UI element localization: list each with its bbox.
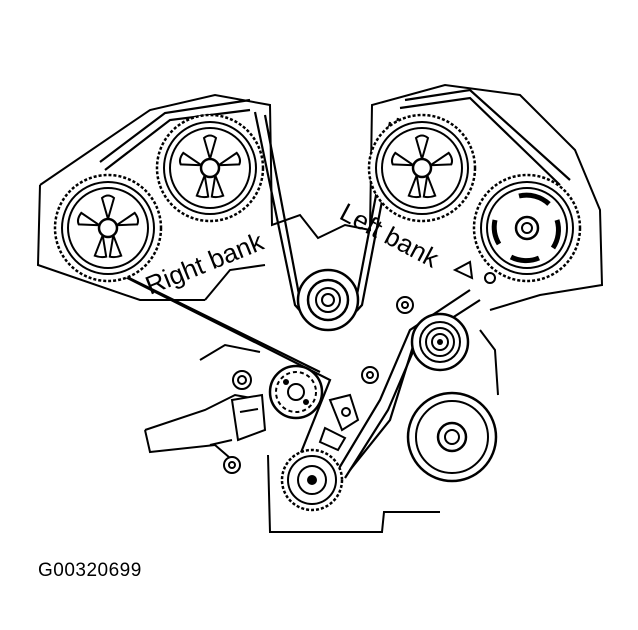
left-bank-cam-sprocket-outer — [472, 173, 582, 283]
center-idler-pulley — [296, 268, 360, 332]
tensioner-pulley — [410, 312, 470, 372]
idler-gear — [268, 364, 324, 420]
auto-tensioner — [318, 393, 360, 452]
right-bank-cam-sprocket-outer — [53, 173, 163, 283]
left-bank-cam-sprocket-inner — [367, 113, 477, 223]
large-lower-pulley — [406, 391, 498, 483]
engine-mount-bracket — [209, 393, 267, 446]
right-bank-cam-sprocket-inner — [155, 113, 265, 223]
timing-mark-left — [452, 260, 496, 284]
crankshaft-sprocket — [280, 448, 344, 512]
figure-id: G00320699 — [38, 560, 142, 581]
small-idler-bolts — [223, 296, 414, 474]
